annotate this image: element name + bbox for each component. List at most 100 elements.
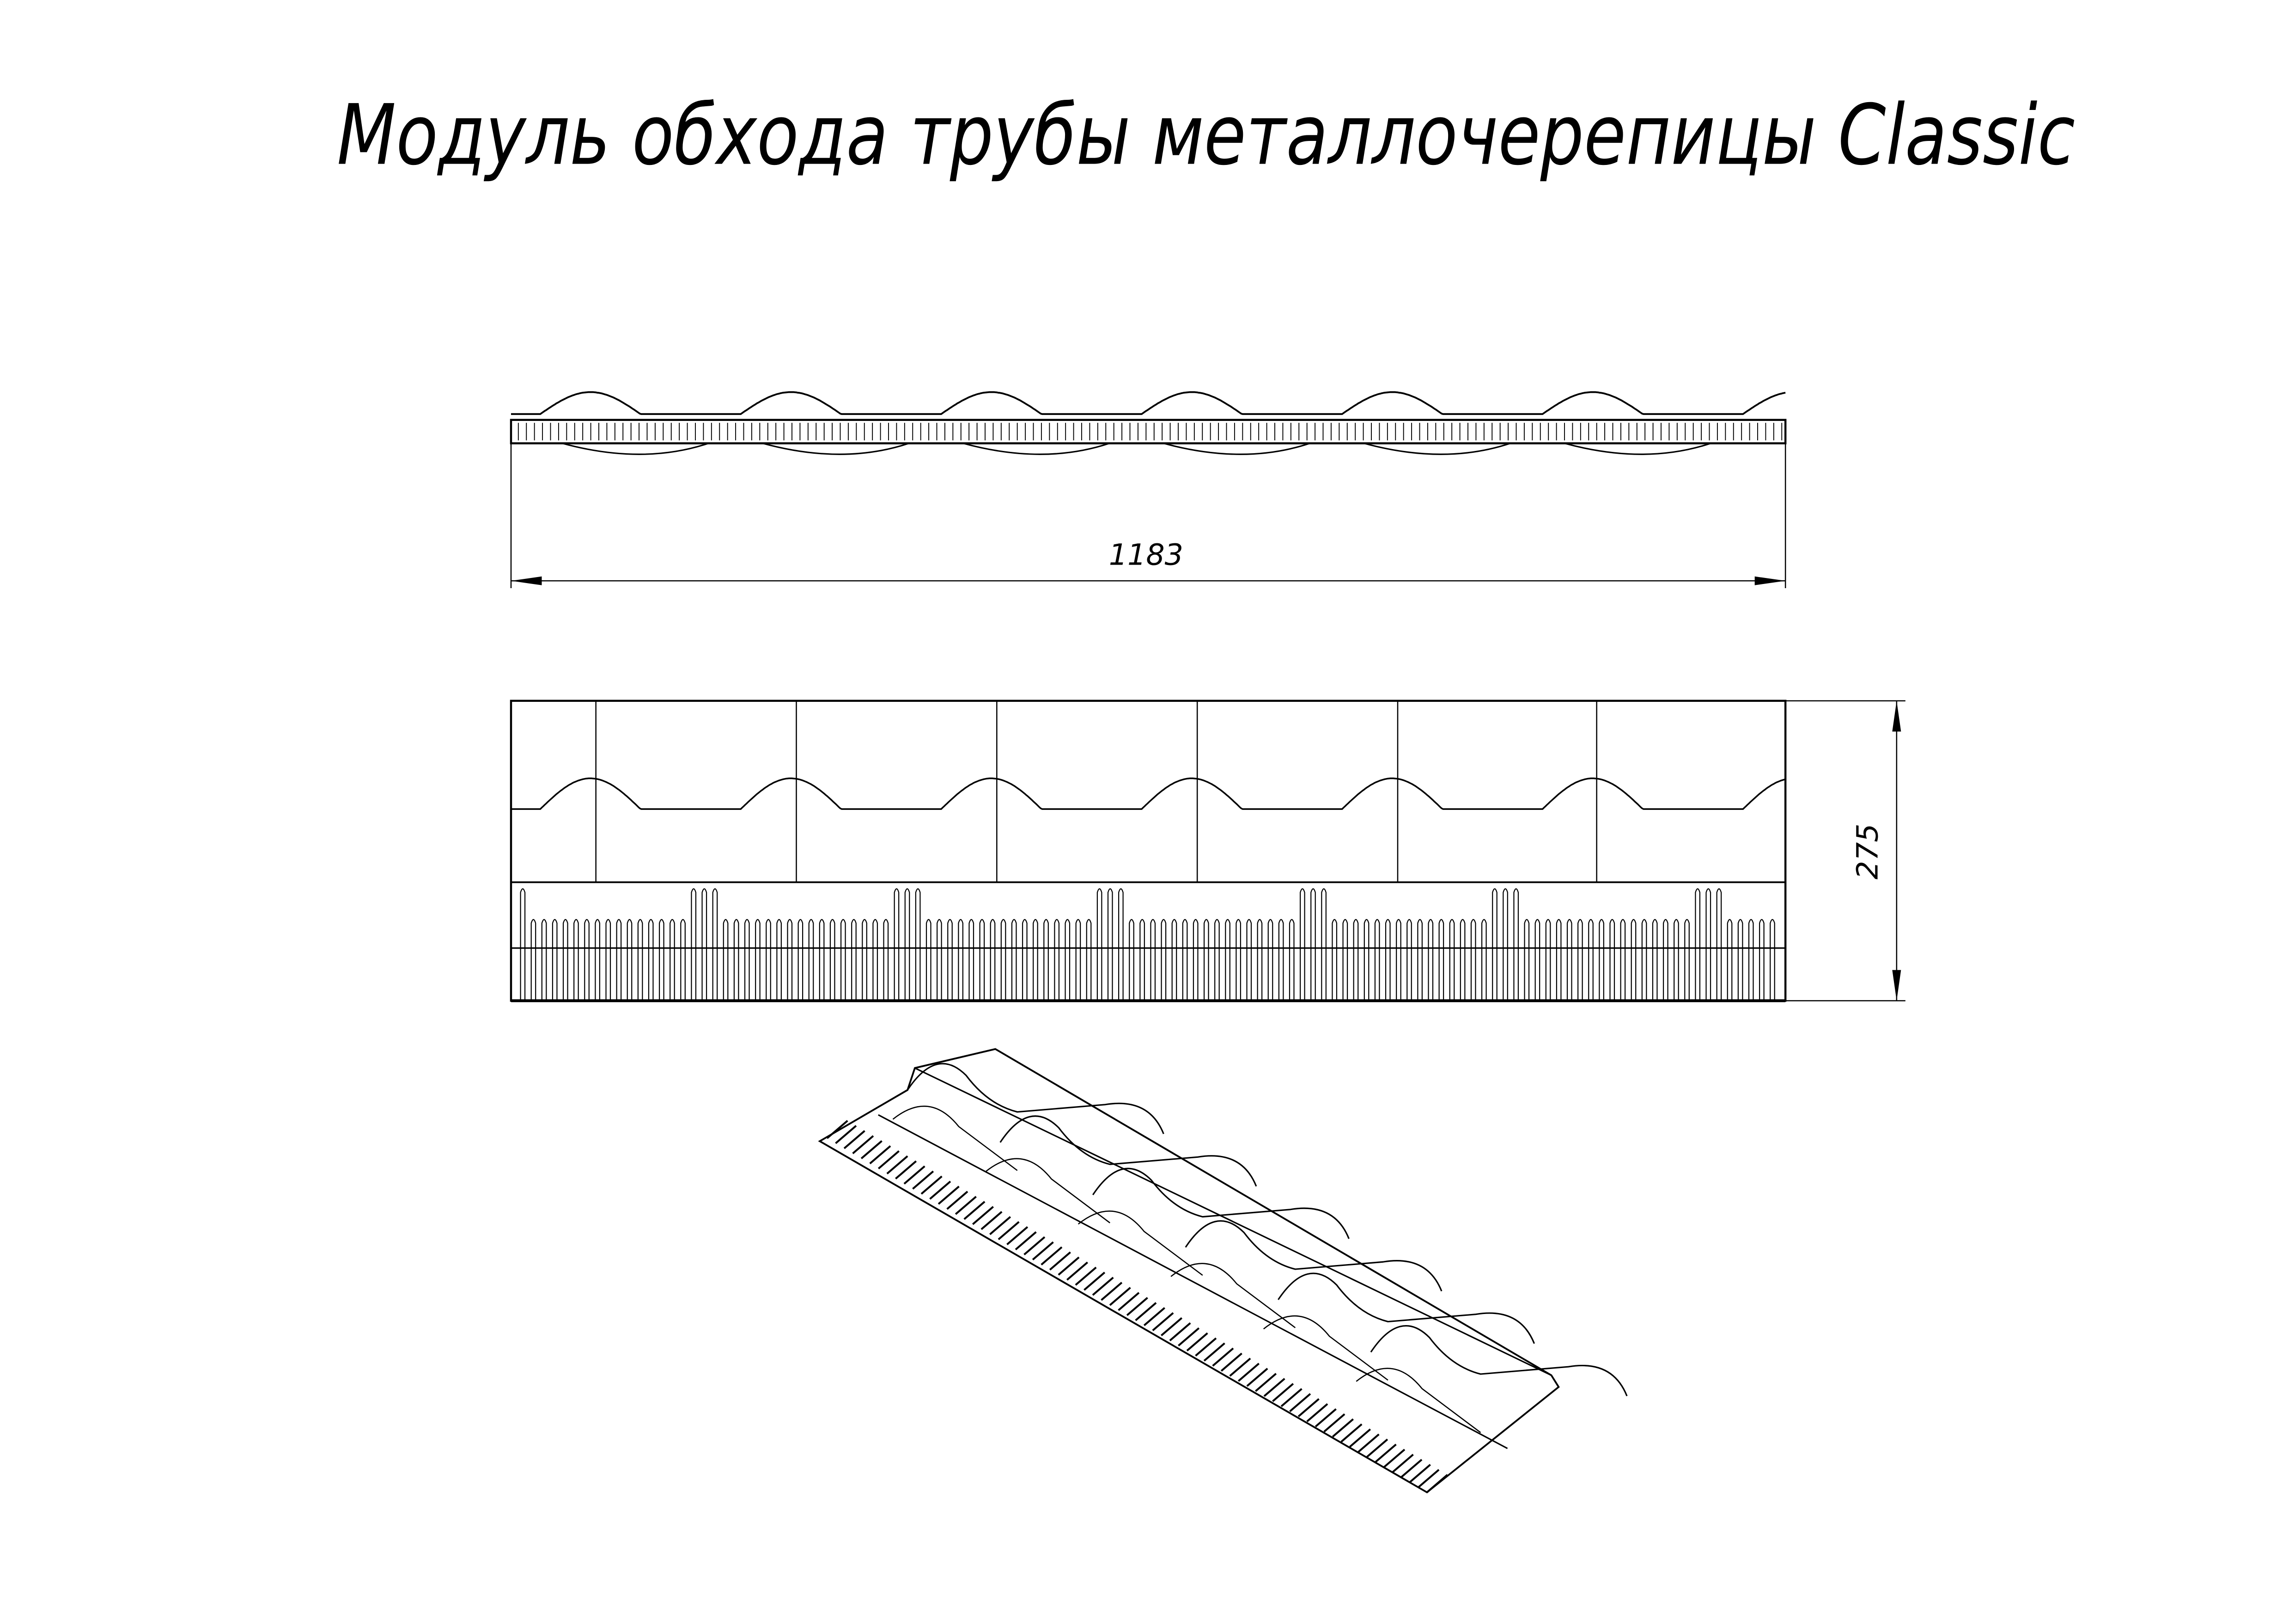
iso-tooth: [1255, 1373, 1277, 1392]
plan-tooth: [1043, 919, 1049, 1001]
iso-tile-step: [1170, 1263, 1296, 1328]
iso-tooth: [1400, 1459, 1423, 1478]
plan-tooth: [968, 919, 974, 1001]
iso-tooth: [1229, 1357, 1251, 1377]
plan-tooth: [1203, 919, 1209, 1001]
length-dimension-label: 1183: [1109, 537, 1183, 572]
plan-tooth: [1193, 919, 1199, 1001]
plan-profile-wave: [511, 777, 1786, 810]
iso-tooth: [1289, 1393, 1311, 1412]
side-teeth-band: [510, 419, 1787, 444]
plan-tooth: [1759, 919, 1765, 1001]
plan-tooth: [1599, 919, 1604, 1001]
plan-tooth: [1534, 919, 1540, 1001]
plan-tooth: [1214, 919, 1220, 1001]
iso-tooth: [1084, 1271, 1106, 1291]
iso-tile-step: [1263, 1315, 1388, 1381]
plan-tooth: [915, 888, 921, 1001]
plan-tooth: [1449, 919, 1455, 1001]
plan-tooth: [1695, 888, 1701, 1001]
iso-tile-wave: [1185, 1220, 1443, 1292]
plan-tooth: [616, 919, 622, 1001]
iso-tooth: [972, 1206, 994, 1225]
plan-tooth: [766, 919, 771, 1001]
plan-tooth: [1086, 919, 1092, 1001]
plan-tooth: [947, 919, 953, 1001]
plan-tooth: [1321, 888, 1327, 1001]
plan-view: [510, 699, 1787, 1003]
iso-band-edge: [878, 1114, 1508, 1449]
iso-tile-wave: [1092, 1168, 1350, 1239]
side-lower-lobe: [1364, 442, 1511, 455]
iso-tooth: [1340, 1423, 1363, 1443]
plan-tooth: [648, 919, 654, 1001]
iso-tooth: [869, 1145, 891, 1164]
iso-tooth: [1195, 1337, 1217, 1356]
length-dimension: 1183: [510, 439, 1786, 588]
iso-tooth: [1135, 1302, 1157, 1321]
side-view: [510, 391, 1787, 455]
plan-tooth: [776, 919, 782, 1001]
plan-tooth: [1727, 919, 1733, 1001]
plan-tooth: [904, 888, 910, 1001]
iso-tooth: [1178, 1327, 1200, 1347]
iso-tooth: [860, 1140, 883, 1160]
iso-tooth: [895, 1160, 917, 1180]
iso-tooth: [963, 1201, 986, 1220]
iso-tooth: [886, 1155, 908, 1174]
iso-tooth: [946, 1191, 968, 1210]
plan-tooth: [1246, 919, 1252, 1001]
plan-tooth: [840, 919, 846, 1001]
plan-tooth: [723, 919, 729, 1001]
iso-tooth: [937, 1186, 960, 1205]
plan-tooth: [1267, 919, 1273, 1001]
plan-tooth: [530, 919, 536, 1001]
plan-tooth: [1396, 919, 1401, 1001]
plan-tooth: [979, 919, 985, 1001]
plan-tooth: [1492, 888, 1498, 1001]
plan-tooth: [627, 919, 633, 1001]
iso-tooth: [1426, 1474, 1449, 1493]
iso-tooth: [1161, 1317, 1183, 1337]
plan-tooth: [1000, 919, 1006, 1001]
plan-tooth: [1684, 919, 1690, 1001]
plan-tooth: [1161, 919, 1167, 1001]
iso-tooth: [1101, 1282, 1123, 1301]
iso-tile-step: [1077, 1210, 1203, 1276]
plan-tooth: [1150, 919, 1156, 1001]
iso-tooth: [1023, 1236, 1046, 1256]
plan-tooth: [1171, 919, 1177, 1001]
iso-tooth: [1186, 1332, 1208, 1352]
plan-tooth: [1748, 919, 1754, 1001]
iso-tooth: [1092, 1277, 1114, 1296]
iso-tooth: [1306, 1403, 1328, 1423]
iso-tooth: [1203, 1342, 1225, 1362]
iso-tooth: [1332, 1418, 1354, 1438]
plan-tooth: [1705, 888, 1711, 1001]
plan-tooth: [1107, 888, 1113, 1001]
iso-tooth: [1349, 1428, 1371, 1448]
plan-tooth: [1631, 919, 1637, 1001]
iso-tooth: [1118, 1292, 1140, 1311]
plan-tooth: [670, 919, 675, 1001]
width-dimension: 275: [1785, 700, 1905, 1002]
iso-tooth: [1409, 1464, 1431, 1483]
iso-tooth: [1212, 1347, 1234, 1367]
iso-tooth: [1280, 1388, 1303, 1407]
iso-tooth: [920, 1175, 943, 1195]
plan-tooth: [872, 919, 878, 1001]
plan-tooth: [937, 919, 942, 1001]
plan-tooth: [1310, 888, 1316, 1001]
iso-tile-wave: [907, 1063, 1164, 1134]
plan-tooth: [1011, 919, 1017, 1001]
iso-tooth: [998, 1221, 1020, 1241]
plan-tooth: [680, 919, 686, 1001]
plan-tooth: [808, 919, 814, 1001]
iso-tooth: [1169, 1322, 1191, 1342]
plan-tooth: [1096, 888, 1102, 1001]
iso-tooth: [1418, 1469, 1440, 1488]
plan-tooth: [1737, 919, 1743, 1001]
iso-tooth: [912, 1170, 934, 1190]
plan-tooth: [552, 919, 558, 1001]
plan-tooth: [1577, 919, 1583, 1001]
